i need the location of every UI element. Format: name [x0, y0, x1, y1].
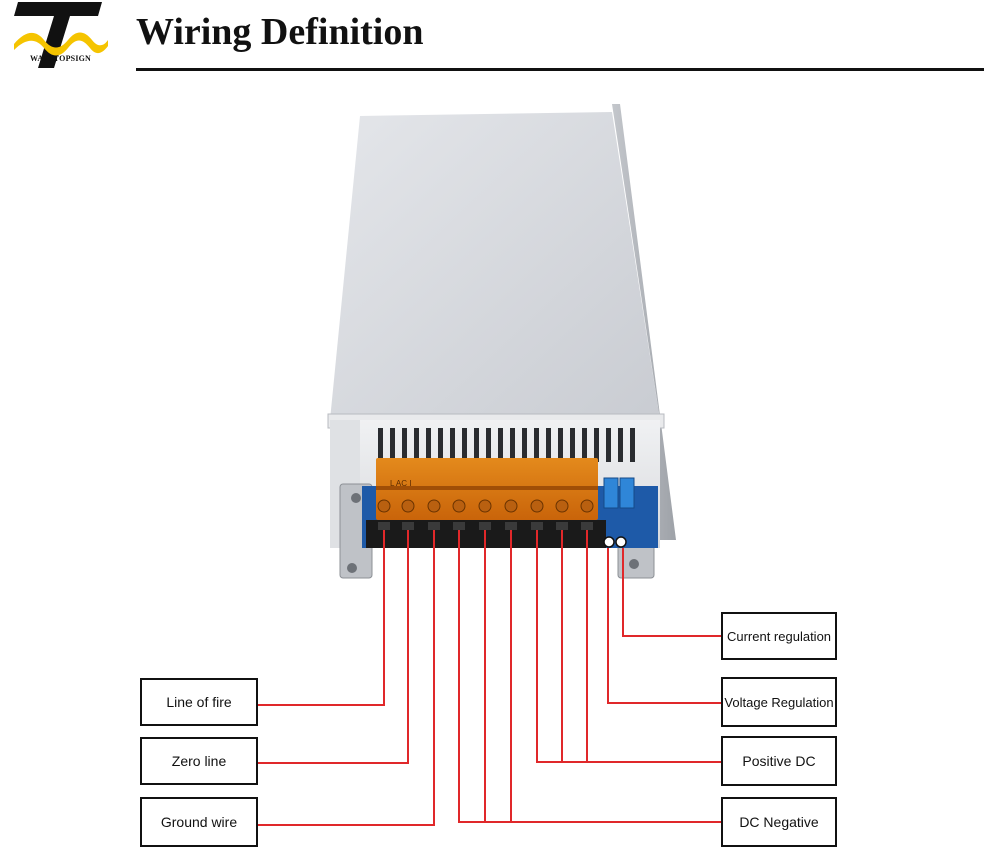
- left-bracket-screw: [351, 493, 361, 503]
- voltage-indicator-led: [603, 536, 615, 548]
- terminal-clamp: [581, 522, 593, 530]
- label-zero-line: Zero line: [140, 737, 258, 785]
- vent-slot: [630, 428, 635, 462]
- vent-slot: [546, 428, 551, 462]
- vent-slot: [378, 428, 383, 462]
- terminal-screw: [580, 499, 594, 513]
- terminal-marking: L AC I: [390, 479, 412, 488]
- psu-top-cover: [330, 112, 660, 420]
- vent-slot: [474, 428, 479, 462]
- left-bracket-hole: [347, 563, 357, 573]
- terminal-screw: [555, 499, 569, 513]
- vent-slot: [522, 428, 527, 462]
- title-underline: [136, 68, 984, 71]
- label-line-of-fire: Line of fire: [140, 678, 258, 726]
- right-bracket-hole: [629, 559, 639, 569]
- terminal-screw: [530, 499, 544, 513]
- wire-ground: [258, 530, 435, 826]
- terminal-clamp: [453, 522, 465, 530]
- vent-slot: [498, 428, 503, 462]
- terminal-screw: [401, 499, 415, 513]
- vent-slot: [618, 428, 623, 462]
- wire-zero-line: [258, 530, 409, 764]
- terminal-clamp: [505, 522, 517, 530]
- vent-slot: [462, 428, 467, 462]
- wire-voltage-regulation: [607, 548, 721, 704]
- terminal-clamp: [402, 522, 414, 530]
- vent-slot: [438, 428, 443, 462]
- vent-slot: [486, 428, 491, 462]
- terminal-screw: [377, 499, 391, 513]
- terminal-cover-ridge: [376, 486, 598, 490]
- vent-slot: [606, 428, 611, 462]
- brand-logo: WAVETOPSIGN: [10, 0, 110, 76]
- vent-slot: [510, 428, 515, 462]
- vent-slot: [582, 428, 587, 462]
- terminal-clamp: [479, 522, 491, 530]
- wires: [258, 530, 721, 826]
- power-supply-unit: L AC I: [327, 104, 676, 579]
- current-indicator-led: [615, 536, 627, 548]
- logo-icon: [14, 2, 108, 68]
- ventilation-slots: [378, 428, 635, 462]
- terminal-screw: [478, 499, 492, 513]
- vent-slot: [570, 428, 575, 462]
- terminal-clamp: [378, 522, 390, 530]
- label-voltage-regulation: Voltage Regulation: [721, 677, 837, 727]
- vent-slot: [450, 428, 455, 462]
- label-current-regulation: Current regulation: [721, 612, 837, 660]
- label-ground-wire: Ground wire: [140, 797, 258, 847]
- terminal-screw: [504, 499, 518, 513]
- vent-slot: [426, 428, 431, 462]
- logo-text: WAVETOPSIGN: [30, 54, 92, 63]
- terminal-screws: [377, 499, 594, 530]
- wire-positive-dc-1: [536, 530, 721, 763]
- vent-slot: [402, 428, 407, 462]
- terminal-screw: [427, 499, 441, 513]
- vent-slot: [558, 428, 563, 462]
- terminal-clamp: [531, 522, 543, 530]
- terminal-clamp: [556, 522, 568, 530]
- header: WAVETOPSIGN Wiring Definition: [0, 0, 1000, 80]
- vent-slot: [390, 428, 395, 462]
- terminal-screw: [452, 499, 466, 513]
- label-positive-dc: Positive DC: [721, 736, 837, 786]
- page-title: Wiring Definition: [136, 11, 424, 53]
- voltage-pot: [603, 477, 619, 509]
- vent-slot: [414, 428, 419, 462]
- wire-current-regulation: [622, 548, 721, 637]
- wire-line-of-fire: [258, 530, 385, 706]
- terminal-clamp: [428, 522, 440, 530]
- wire-dc-negative-1: [458, 530, 721, 823]
- vent-slot: [534, 428, 539, 462]
- label-dc-negative: DC Negative: [721, 797, 837, 847]
- vent-slot: [594, 428, 599, 462]
- current-pot: [619, 477, 635, 509]
